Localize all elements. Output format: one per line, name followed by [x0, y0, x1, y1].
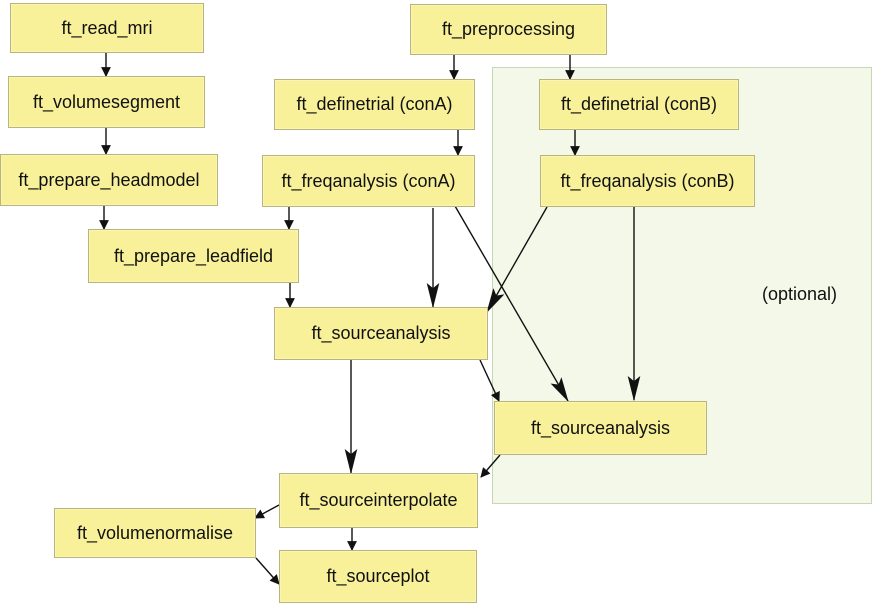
node-prepare-leadfield[interactable]: ft_prepare_leadfield — [88, 229, 299, 283]
edge-sourceinterpolate-to-volumenormalise — [254, 504, 280, 519]
edge-sourceanalysis-optional-to-sourceinterpolate — [480, 454, 501, 478]
edge-volumenormalise-to-sourceplot — [255, 557, 280, 585]
node-sourceinterpolate[interactable]: ft_sourceinterpolate — [279, 473, 478, 528]
node-read-mri[interactable]: ft_read_mri — [10, 3, 204, 53]
node-sourceanalysis[interactable]: ft_sourceanalysis — [274, 307, 488, 360]
node-volumesegment[interactable]: ft_volumesegment — [8, 76, 205, 128]
node-sourceanalysis-optional[interactable]: ft_sourceanalysis — [494, 401, 707, 455]
node-prepare-headmodel[interactable]: ft_prepare_headmodel — [0, 154, 218, 206]
edge-freqanalysis-b-to-sourceanalysis — [486, 206, 548, 314]
edge-freqanalysis-a-to-sourceanalysis-optional — [454, 205, 569, 403]
node-sourceplot[interactable]: ft_sourceplot — [279, 550, 477, 603]
node-definetrial-a[interactable]: ft_definetrial (conA) — [274, 79, 475, 130]
node-definetrial-b[interactable]: ft_definetrial (conB) — [539, 79, 739, 130]
optional-region-label: (optional) — [762, 284, 838, 304]
node-freqanalysis-b[interactable]: ft_freqanalysis (conB) — [540, 155, 755, 207]
node-volumenormalise[interactable]: ft_volumenormalise — [54, 508, 256, 558]
node-preprocessing[interactable]: ft_preprocessing — [410, 4, 607, 55]
node-freqanalysis-a[interactable]: ft_freqanalysis (conA) — [262, 155, 475, 207]
edge-sourceanalysis-to-sourceanalysis-optional — [479, 359, 500, 402]
